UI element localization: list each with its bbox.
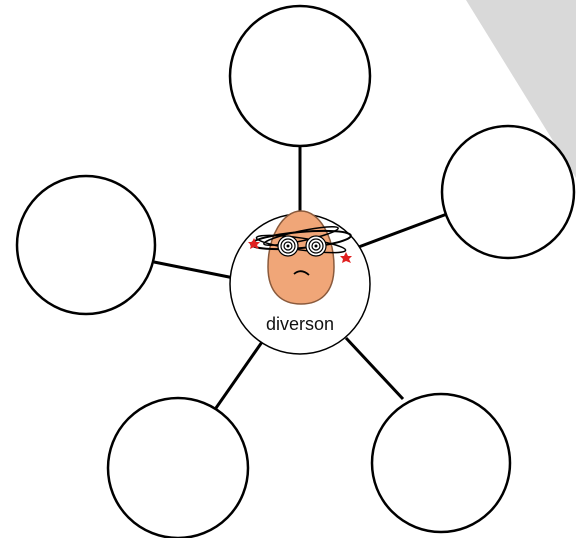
- connector-lower-left: [214, 341, 264, 409]
- connector-left: [153, 260, 235, 280]
- dizzy-egg-face-icon: [248, 210, 352, 305]
- frown-mouth: [293, 270, 310, 276]
- red-star-left-icon: [248, 238, 260, 249]
- right-swirl-eye: [305, 235, 327, 257]
- left-swirl-eye: [277, 235, 299, 257]
- outer-node-lower-left[interactable]: [106, 396, 250, 538]
- connector-upper-right: [355, 212, 448, 250]
- connector-lower-right: [344, 336, 405, 401]
- center-node-label: diverson: [266, 314, 334, 334]
- outer-node-upper-right[interactable]: [440, 124, 576, 260]
- outer-node-lower-right[interactable]: [370, 392, 512, 534]
- outer-node-left[interactable]: [15, 174, 157, 316]
- page-curl-shape: [466, 0, 576, 178]
- outer-node-top[interactable]: [228, 4, 372, 148]
- red-star-right-icon: [340, 252, 352, 263]
